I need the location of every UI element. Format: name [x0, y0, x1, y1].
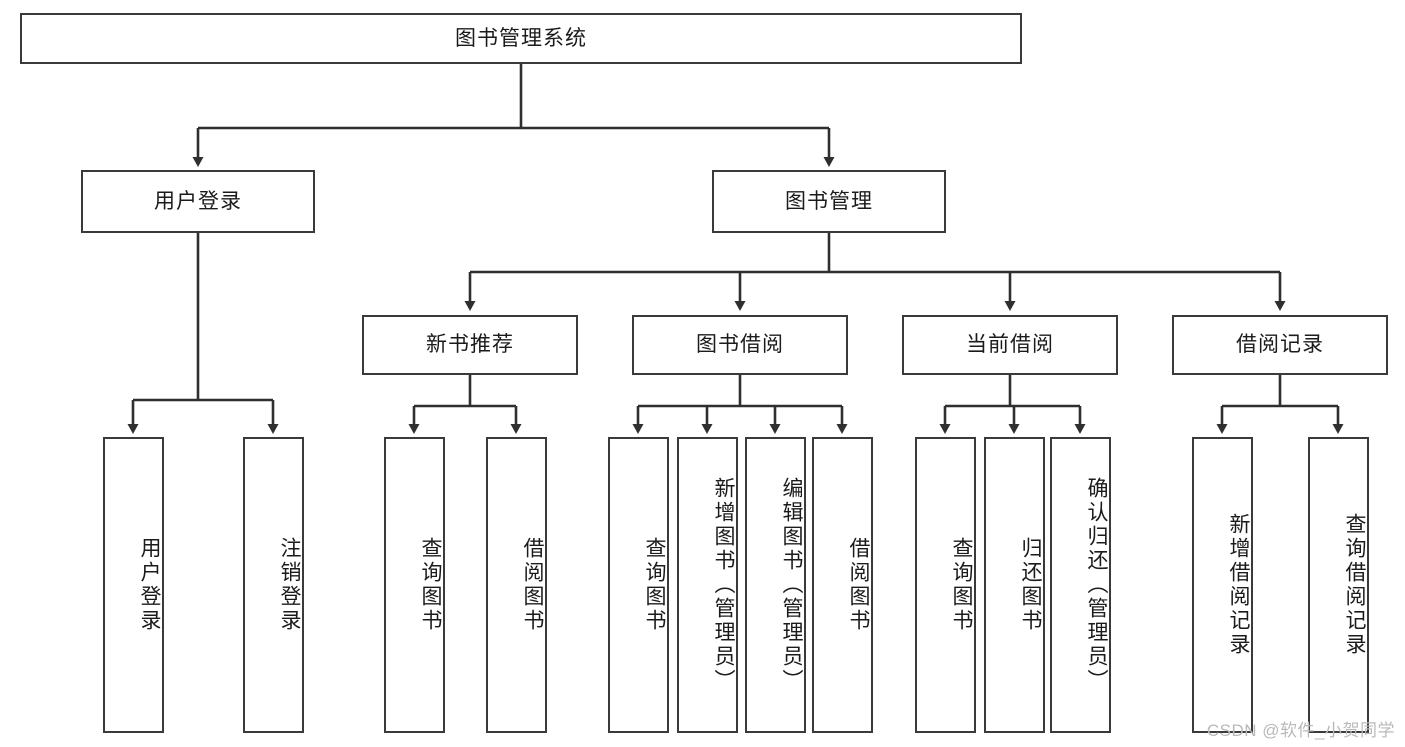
leaf-borrow-book-recommend[interactable]: 借阅图书 — [486, 437, 547, 733]
node-label: 当前借阅 — [966, 333, 1054, 357]
node-book-borrow[interactable]: 图书借阅 — [632, 315, 848, 375]
node-label: 新增图书（管理员） — [712, 477, 735, 693]
node-label: 图书管理系统 — [455, 26, 587, 50]
node-borrow-record[interactable]: 借阅记录 — [1172, 315, 1388, 375]
node-label: 查询借阅记录 — [1343, 513, 1366, 657]
node-new-book-recommend[interactable]: 新书推荐 — [362, 315, 578, 375]
node-user-login[interactable]: 用户登录 — [81, 170, 315, 233]
node-book-management-system[interactable]: 图书管理系统 — [20, 13, 1022, 64]
node-label: 查询图书 — [419, 537, 442, 633]
node-label: 新增借阅记录 — [1227, 513, 1250, 657]
leaf-confirm-return[interactable]: 确认归还（管理员） — [1050, 437, 1111, 733]
node-label: 用户登录 — [138, 537, 161, 633]
leaf-query-book-borrow[interactable]: 查询图书 — [608, 437, 669, 733]
leaf-edit-book[interactable]: 编辑图书（管理员） — [745, 437, 806, 733]
leaf-query-book-recommend[interactable]: 查询图书 — [384, 437, 445, 733]
node-current-borrow[interactable]: 当前借阅 — [902, 315, 1118, 375]
node-label: 用户登录 — [154, 189, 242, 213]
node-label: 查询图书 — [950, 537, 973, 633]
node-label: 图书管理 — [785, 189, 873, 213]
leaf-add-borrow-record[interactable]: 新增借阅记录 — [1192, 437, 1253, 733]
leaf-logout-login[interactable]: 注销登录 — [243, 437, 304, 733]
node-label: 注销登录 — [278, 537, 301, 633]
node-label: 借阅图书 — [847, 537, 870, 633]
leaf-return-book[interactable]: 归还图书 — [984, 437, 1045, 733]
node-label: 借阅图书 — [521, 537, 544, 633]
leaf-query-borrow-record[interactable]: 查询借阅记录 — [1308, 437, 1369, 733]
leaf-add-book[interactable]: 新增图书（管理员） — [677, 437, 738, 733]
node-label: 编辑图书（管理员） — [780, 477, 803, 693]
node-label: 确认归还（管理员） — [1085, 477, 1108, 693]
leaf-user-login[interactable]: 用户登录 — [103, 437, 164, 733]
node-label: 新书推荐 — [426, 333, 514, 357]
node-label: 借阅记录 — [1236, 333, 1324, 357]
csdn-watermark: CSDN @软件_小贺同学 — [1206, 721, 1395, 740]
node-label: 查询图书 — [643, 537, 666, 633]
node-book-management[interactable]: 图书管理 — [712, 170, 946, 233]
leaf-borrow-book[interactable]: 借阅图书 — [812, 437, 873, 733]
node-label: 图书借阅 — [696, 333, 784, 357]
node-label: 归还图书 — [1019, 537, 1042, 633]
leaf-query-book-current[interactable]: 查询图书 — [915, 437, 976, 733]
